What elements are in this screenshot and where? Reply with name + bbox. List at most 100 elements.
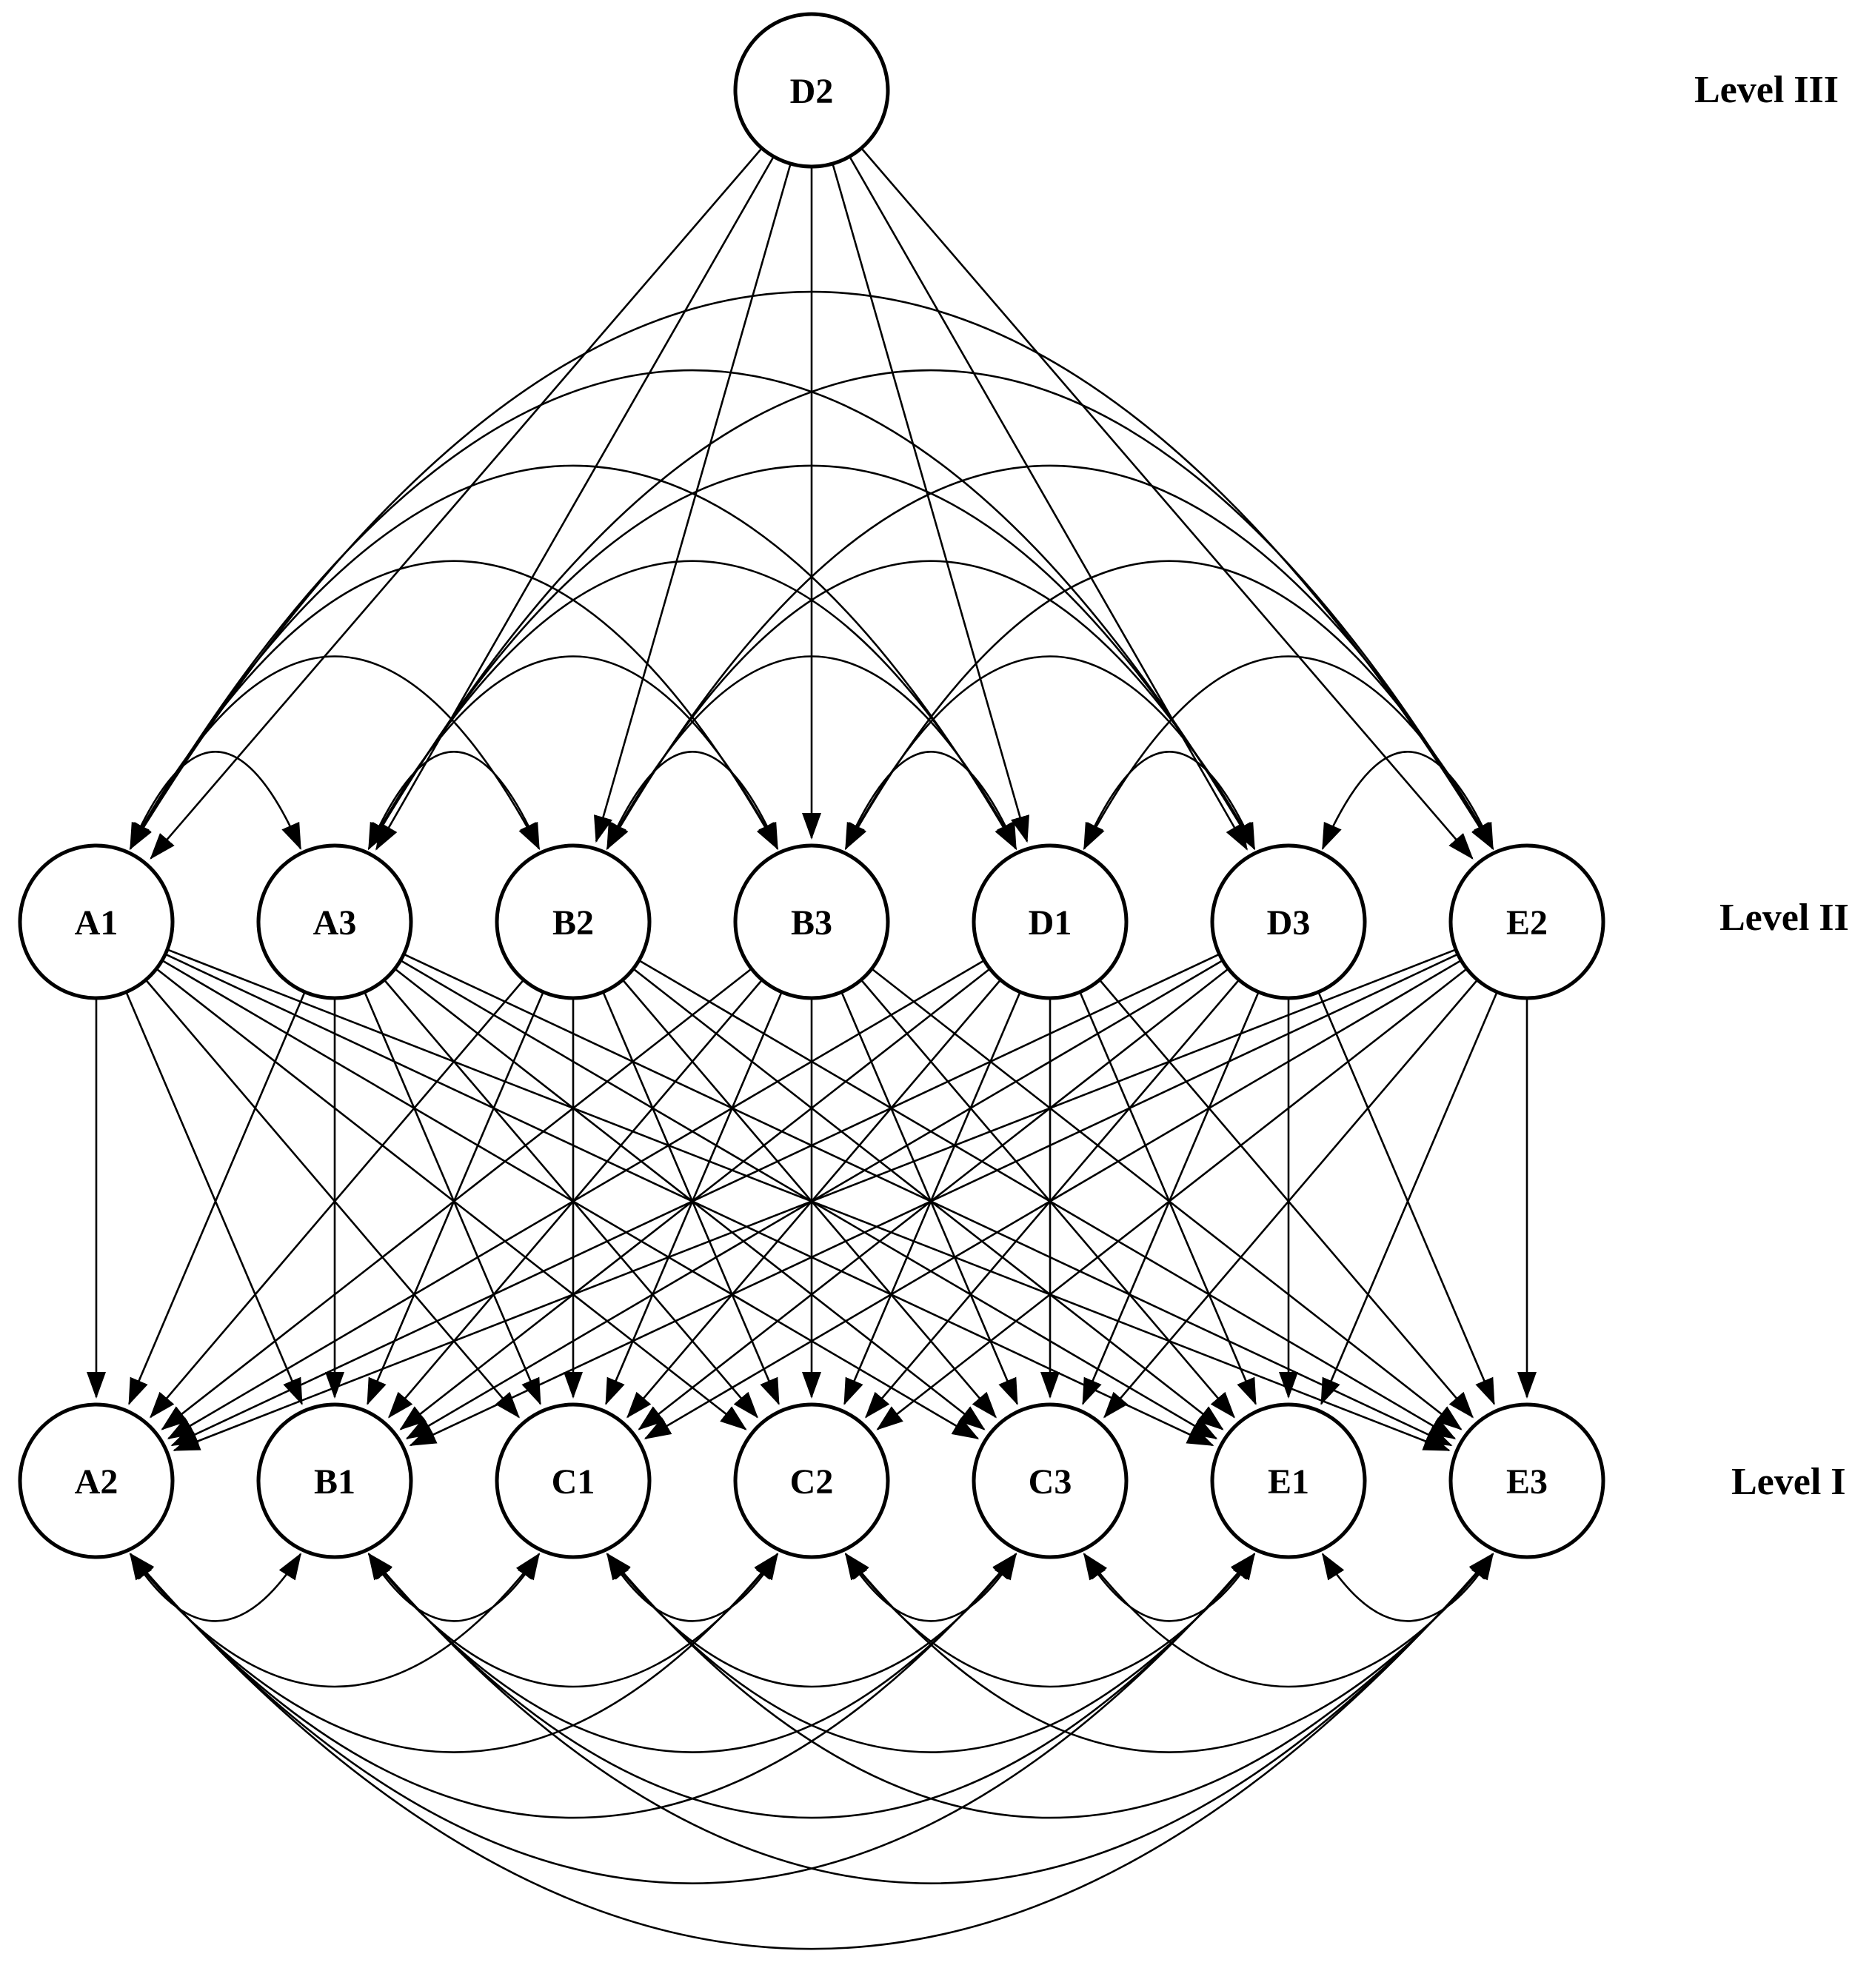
node-circle-B3 — [733, 843, 890, 1000]
edge-B3-E1 — [861, 980, 1235, 1419]
arc-A3-B3 — [367, 655, 779, 850]
node-circle-C3 — [972, 1402, 1129, 1559]
edges-layer — [87, 148, 1537, 1950]
node-circle-D3 — [1210, 843, 1367, 1000]
edge-D2-E2 — [861, 148, 1474, 860]
node-label-A3: A3 — [313, 903, 357, 943]
arc-C2-E3 — [844, 1553, 1494, 1753]
arc-A2-E1 — [129, 1553, 1256, 1884]
node-circle-B2 — [495, 843, 652, 1000]
node-circle-A3 — [256, 843, 413, 1000]
edge-A3-A2 — [128, 993, 306, 1405]
edge-D3-A2 — [170, 954, 1219, 1447]
edge-A3-C1 — [364, 993, 541, 1405]
edge-B2-E1 — [633, 968, 1224, 1430]
edge-A3-C2 — [384, 980, 758, 1419]
edge-D1-A2 — [167, 960, 984, 1439]
node-label-D3: D3 — [1267, 903, 1311, 943]
arc-B1-C3 — [367, 1553, 1017, 1753]
arc-A1-D3 — [129, 369, 1256, 850]
arc-B1-C1 — [367, 1553, 541, 1622]
node-circle-D2 — [733, 12, 890, 169]
edge-B3-E3 — [872, 968, 1463, 1430]
arc-B1-E1 — [367, 1553, 1256, 1819]
level-label-i: Level I — [1731, 1461, 1846, 1503]
arc-A3-B2 — [367, 751, 541, 851]
edge-A1-C3 — [162, 960, 980, 1439]
edge-E2-B1 — [409, 954, 1457, 1447]
node-label-B1: B1 — [314, 1462, 355, 1502]
arc-C3-E3 — [1083, 1553, 1494, 1688]
arc-E1-E3 — [1321, 1553, 1494, 1622]
edge-A1-B1 — [125, 993, 303, 1405]
node-circle-E3 — [1448, 1402, 1605, 1559]
node-circle-A1 — [18, 843, 175, 1000]
arc-B3-E2 — [844, 560, 1494, 850]
edge-D3-E3 — [1317, 993, 1495, 1405]
node-label-A1: A1 — [75, 903, 118, 943]
node-circle-B1 — [256, 1402, 413, 1559]
edge-B2-C3 — [623, 980, 997, 1419]
arc-D1-E2 — [1083, 655, 1494, 850]
arc-A3-D1 — [367, 560, 1017, 850]
edge-D1-C1 — [626, 980, 1000, 1419]
edge-E2-A2 — [173, 949, 1455, 1452]
level-label-iii: Level III — [1694, 69, 1839, 111]
node-label-B2: B2 — [552, 903, 594, 943]
arc-A3-D3 — [367, 464, 1256, 850]
arc-C2-C3 — [844, 1553, 1017, 1622]
node-circle-D1 — [972, 843, 1129, 1000]
node-label-A2: A2 — [75, 1462, 118, 1502]
node-label-D2: D2 — [790, 72, 834, 111]
edge-B3-A2 — [161, 968, 752, 1430]
arc-A2-E3 — [129, 1553, 1494, 1950]
node-circle-C2 — [733, 1402, 890, 1559]
arc-A2-C2 — [129, 1553, 779, 1753]
edge-D3-C2 — [865, 980, 1239, 1419]
arc-C3-E1 — [1083, 1553, 1256, 1622]
arc-A2-C3 — [129, 1553, 1017, 1819]
node-circle-E2 — [1448, 843, 1605, 1000]
arc-B3-D3 — [844, 655, 1256, 850]
edge-E2-C1 — [644, 960, 1461, 1439]
arc-D1-D3 — [1083, 751, 1256, 851]
arc-C1-E3 — [606, 1553, 1494, 1819]
arc-C1-C3 — [606, 1553, 1017, 1688]
edge-D2-A1 — [150, 148, 762, 860]
level-label-ii: Level II — [1719, 897, 1849, 939]
edge-D2-D1 — [832, 164, 1029, 843]
edge-B3-B1 — [388, 980, 762, 1419]
edge-A3-C3 — [395, 968, 986, 1430]
edge-A1-C1 — [146, 980, 520, 1419]
arc-D3-E2 — [1321, 751, 1494, 851]
edge-A3-E1 — [401, 960, 1218, 1439]
node-circle-E1 — [1210, 1402, 1367, 1559]
node-label-D1: D1 — [1029, 903, 1072, 943]
arc-B3-D1 — [844, 751, 1017, 851]
edge-D2-B2 — [594, 164, 792, 843]
node-circle-A2 — [18, 1402, 175, 1559]
edge-E2-C3 — [1103, 980, 1477, 1419]
node-label-E3: E3 — [1506, 1462, 1548, 1502]
edge-B2-A2 — [150, 980, 524, 1419]
edge-B3-C1 — [605, 993, 783, 1405]
node-circle-C1 — [495, 1402, 652, 1559]
edge-A1-C2 — [156, 968, 747, 1430]
arc-A3-E2 — [367, 369, 1494, 850]
edge-E2-C2 — [876, 968, 1467, 1430]
arc-C1-C2 — [606, 1553, 779, 1622]
arc-A1-B3 — [129, 560, 779, 850]
arc-B2-D3 — [606, 560, 1256, 850]
arc-A1-A3 — [129, 751, 302, 851]
node-label-C3: C3 — [1029, 1462, 1072, 1502]
arc-B1-E3 — [367, 1553, 1494, 1884]
edge-B2-E3 — [639, 960, 1457, 1439]
arc-A2-B1 — [129, 1553, 302, 1622]
node-label-B3: B3 — [791, 903, 832, 943]
node-label-C1: C1 — [552, 1462, 595, 1502]
arc-B2-E2 — [606, 464, 1494, 850]
arc-B2-B3 — [606, 751, 779, 851]
